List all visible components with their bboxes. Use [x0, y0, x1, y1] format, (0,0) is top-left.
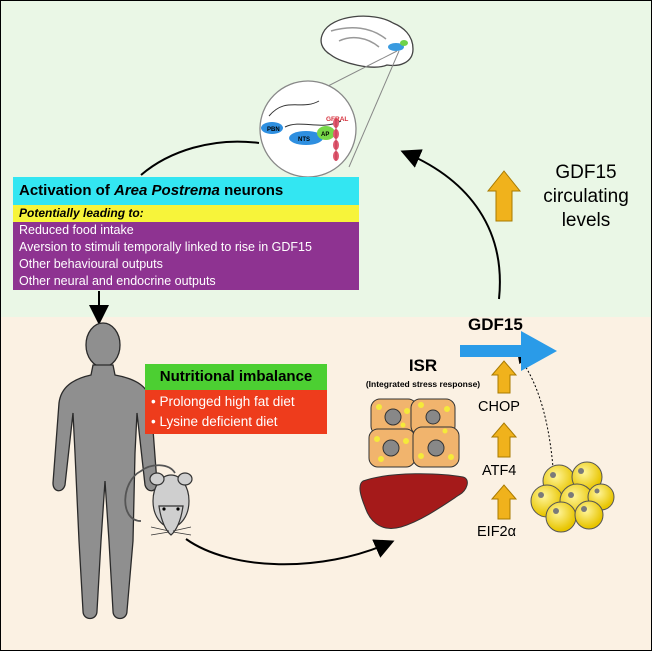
ap-label: AP — [321, 132, 329, 138]
isr-title: ISR — [408, 356, 438, 375]
mouse-brain-icon — [320, 15, 414, 68]
output-item: Reduced food intake — [19, 223, 134, 237]
area-postrema-title: Activation of Area Postrema neurons — [13, 177, 359, 205]
mouse-icon — [124, 464, 193, 536]
area-postrema-outputs: Reduced food intake Aversion to stimuli … — [13, 222, 359, 290]
atf4-to-chop-arrow — [490, 422, 518, 458]
diet-item: • Prolonged high fat diet — [151, 394, 295, 409]
circulating-levels-up-arrow — [486, 170, 522, 222]
area-postrema-lead: Potentially leading to: — [13, 205, 359, 222]
nts-label: NTS — [298, 137, 310, 143]
output-item: Other behavioural outputs — [19, 257, 163, 271]
atf4-label: ATF4 — [482, 463, 517, 479]
inset-to-ap-curve — [140, 140, 260, 176]
chop-to-gdf15-arrow — [490, 360, 518, 394]
nutritional-imbalance-list: • Prolonged high fat diet • Lysine defic… — [145, 390, 327, 434]
gdf15-circulating-levels-label: GDF15 circulating levels — [543, 162, 629, 231]
gfral-label: GFRAL — [326, 116, 348, 123]
human-silhouette-icon — [52, 322, 158, 620]
nutritional-imbalance-title: Nutritional imbalance — [145, 364, 327, 390]
gdf15-label: GDF15 — [468, 315, 523, 334]
hindbrain-zoom-inset — [259, 80, 357, 178]
liver-icon — [359, 473, 468, 529]
isr-subtitle: (Integrated stress response) — [365, 379, 481, 389]
gdf15-induction-arrow — [460, 331, 557, 371]
gdf15-to-brain-arrow — [400, 149, 501, 300]
mouse-to-liver-arrow — [185, 538, 395, 566]
stressed-hepatocytes-icon — [368, 398, 460, 468]
output-item: Aversion to stimuli temporally linked to… — [19, 240, 312, 254]
eif2a-label: EIF2α — [477, 524, 517, 540]
chop-label: CHOP — [478, 399, 520, 415]
output-item: Other neural and endocrine outputs — [19, 274, 216, 288]
diet-item: • Lysine deficient diet — [151, 414, 278, 429]
pbn-label: PBN — [267, 127, 280, 133]
eif2a-to-atf4-arrow — [490, 484, 518, 520]
adipose-to-gdf15-dotted-arrow — [517, 355, 555, 482]
